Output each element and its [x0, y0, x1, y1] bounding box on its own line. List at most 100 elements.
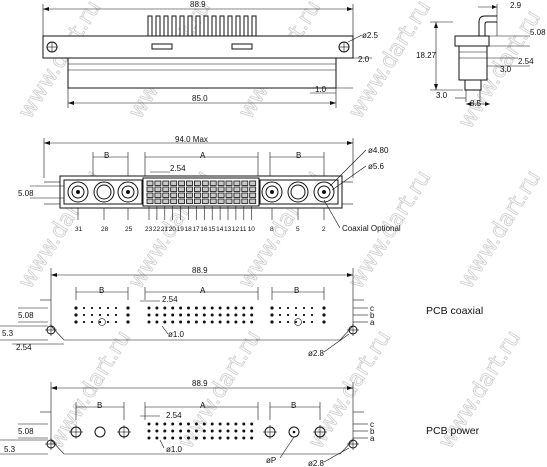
pcb-hole [250, 429, 254, 433]
dim-side-height: 18.27 [416, 51, 437, 60]
pcb-hole [171, 422, 175, 426]
signal-contact [146, 186, 154, 192]
pcb-hole [147, 429, 151, 433]
watermark-text: www.dart.ru [304, 326, 396, 453]
pcb-hole [82, 320, 86, 324]
pcb-hole [302, 306, 306, 310]
front-group-b-right: B [296, 151, 301, 160]
signal-contact [241, 198, 249, 204]
pcb-hole [218, 436, 222, 440]
watermark-text: www.dart.ru [44, 326, 136, 453]
pcb-power-hole-dia: ø1.0 [166, 445, 183, 454]
pcb-hole [187, 422, 190, 426]
coaxial-optional-label: Coaxial Optional [342, 224, 401, 233]
signal-contact [170, 192, 178, 198]
pin-number: 11 [240, 226, 247, 233]
pcb-hole [194, 320, 198, 324]
signal-contact [249, 186, 257, 192]
signal-contact [241, 180, 249, 186]
pcb-hole [286, 313, 290, 317]
pin-number: 31 [75, 226, 83, 233]
dim-hole-dia: ø2.5 [362, 31, 379, 40]
pcb-hole [163, 422, 167, 426]
pcb-hole [171, 429, 175, 433]
pcb-hole [210, 306, 214, 310]
pcb-coax-mount-dia: ø2.8 [308, 349, 325, 358]
pcb-hole [98, 320, 102, 324]
signal-contact [178, 180, 186, 186]
pcb-hole [98, 313, 102, 317]
pcb-hole [202, 429, 206, 433]
pcb-hole [202, 320, 206, 324]
signal-contact [201, 198, 209, 204]
pcb-hole [187, 313, 190, 317]
pcb-hole [226, 306, 230, 310]
pcb-power-holes [69, 425, 327, 439]
pcb-coax-left-53: 5.3 [2, 329, 14, 338]
pcb-hole [74, 313, 78, 317]
signal-contact [201, 180, 209, 186]
signal-contact [154, 198, 162, 204]
pcb-hole [234, 320, 238, 324]
pcb-power-pitch: 2.54 [166, 411, 182, 420]
front-group-a: A [200, 151, 206, 160]
pcb-hole [226, 320, 230, 324]
pcb-hole [278, 320, 282, 324]
pcb-coax-hole-dia: ø1.0 [168, 330, 185, 339]
signal-contact [217, 180, 225, 186]
pcb-hole [310, 306, 314, 310]
signal-contact [225, 198, 233, 204]
dim-step: 1.0 [315, 85, 327, 94]
pin-number: 25 [125, 226, 133, 233]
pcb-hole [286, 306, 290, 310]
dim-side-bottom-right: 8.5 [470, 99, 482, 108]
pcb-hole [126, 306, 130, 310]
pcb-hole [187, 436, 190, 440]
signal-contact [249, 180, 257, 186]
pin-number: 16 [200, 226, 208, 233]
pcb-hole [171, 313, 175, 317]
pcb-power-left-53: 5.3 [4, 445, 16, 454]
pcb-power-group-b-right: B [291, 401, 296, 410]
pin-number: 28 [101, 226, 109, 233]
pcb-power-left-508: 5.08 [18, 427, 34, 436]
pcb-hole [294, 313, 298, 317]
pcb-hole [234, 422, 238, 426]
pcb-hole [226, 313, 230, 317]
dim-overall-width: 88.9 [190, 0, 206, 9]
signal-contact [162, 180, 170, 186]
dim-side-bottom-left: 3.0 [436, 91, 448, 100]
pcb-hole [90, 313, 94, 317]
pcb-coax-group-b-left: B [99, 286, 104, 295]
pcb-hole [82, 306, 86, 310]
pcb-hole [194, 306, 198, 310]
pcb-coax-group-a: A [200, 286, 206, 295]
pcb-hole [114, 320, 118, 324]
pin-number: 21 [161, 226, 169, 233]
pcb-hole [310, 320, 314, 324]
pcb-hole [242, 429, 246, 433]
pcb-hole [242, 436, 246, 440]
pcb-hole [322, 313, 326, 317]
signal-contact [186, 192, 193, 198]
dim-base-width: 85.0 [192, 94, 208, 103]
signal-contact [209, 192, 217, 198]
pcb-power-row-a: a [370, 434, 375, 443]
pcb-hole [270, 320, 274, 324]
pcb-hole [82, 313, 86, 317]
pcb-hole [114, 313, 118, 317]
signal-contact [225, 192, 233, 198]
signal-contact [162, 186, 170, 192]
pcb-hole [179, 320, 183, 324]
signal-contact [170, 180, 178, 186]
dim-front-pitch: 2.54 [170, 164, 186, 173]
signal-contact [170, 198, 178, 204]
pcb-hole [155, 313, 159, 317]
signal-contact [186, 180, 193, 186]
pcb-hole [179, 429, 183, 433]
pcb-coax-hole-grid [74, 306, 326, 326]
pcb-hole [155, 422, 159, 426]
pcb-coax-center-hole [294, 318, 302, 326]
